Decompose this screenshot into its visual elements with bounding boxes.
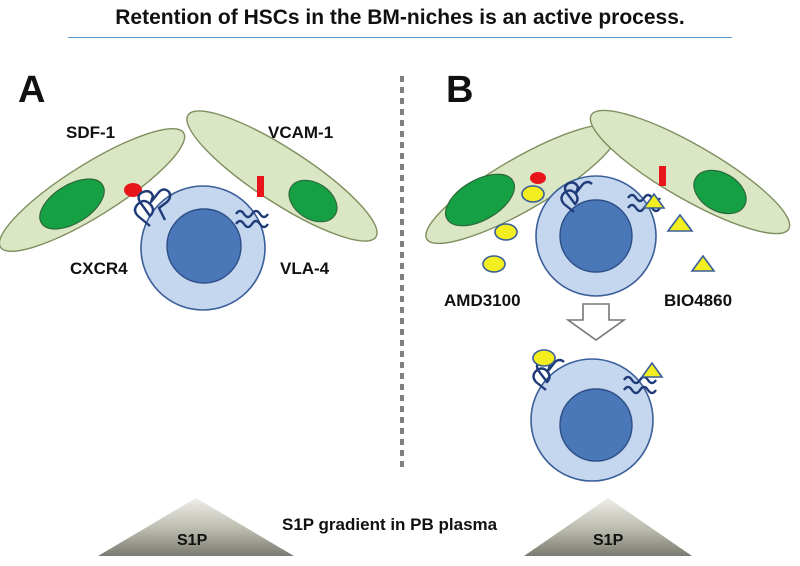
stromal-nucleus-right: [288, 179, 338, 223]
mobilized-hsc-nucleus: [559, 388, 633, 462]
stromal-nucleus-left: [39, 178, 105, 230]
amd3100-molecule: [494, 223, 518, 241]
bio4860-molecule: [666, 213, 694, 232]
panel-a-letter: A: [18, 69, 45, 111]
sdf1-ligand-b: [530, 172, 546, 184]
stromal-nucleus-right-b: [693, 169, 747, 215]
panel-a: A SDF-1 VCAM-1 CXCR4 VLA-4: [0, 69, 378, 311]
mobilized-vla4-receptor: [623, 375, 657, 395]
hsc-nucleus-b: [559, 199, 633, 273]
panel-b: B AMD3100 BIO4860: [425, 69, 791, 482]
bio4860-bound: [642, 192, 666, 209]
cxcr4-receptor: [133, 188, 172, 227]
cxcr4-receptor-b: [560, 180, 593, 213]
amd3100-label: AMD3100: [444, 291, 521, 310]
vla4-label: VLA-4: [280, 259, 330, 278]
amd3100-molecule: [482, 255, 506, 273]
vcam1-label: VCAM-1: [268, 123, 333, 142]
stromal-nucleus-left-b: [445, 173, 515, 227]
mobilization-arrow: [565, 303, 627, 341]
s1p-triangle-right: [524, 498, 692, 556]
s1p-label-right: S1P: [593, 532, 624, 549]
vla4-receptor: [235, 209, 269, 229]
mobilized-bio4860: [640, 361, 664, 378]
figure-title: Retention of HSCs in the BM-niches is an…: [115, 6, 685, 29]
panel-b-letter: B: [446, 69, 473, 111]
sdf1-ligand: [124, 183, 142, 197]
hsc-nucleus: [166, 208, 242, 284]
title-underline: [68, 37, 732, 38]
mobilized-amd3100: [532, 349, 556, 367]
vcam1-ligand-b: [659, 166, 666, 186]
vcam1-ligand: [257, 176, 264, 197]
amd3100-bound: [521, 185, 545, 203]
s1p-gradient-caption: S1P gradient in PB plasma: [282, 515, 498, 534]
sdf1-label: SDF-1: [66, 123, 115, 142]
s1p-label-left: S1P: [177, 532, 208, 549]
cxcr4-label: CXCR4: [70, 259, 128, 278]
mobilized-cxcr4-receptor: [532, 358, 565, 391]
bio4860-label: BIO4860: [664, 291, 732, 310]
bio4860-molecule: [690, 254, 716, 272]
s1p-triangle-left: [98, 498, 294, 556]
